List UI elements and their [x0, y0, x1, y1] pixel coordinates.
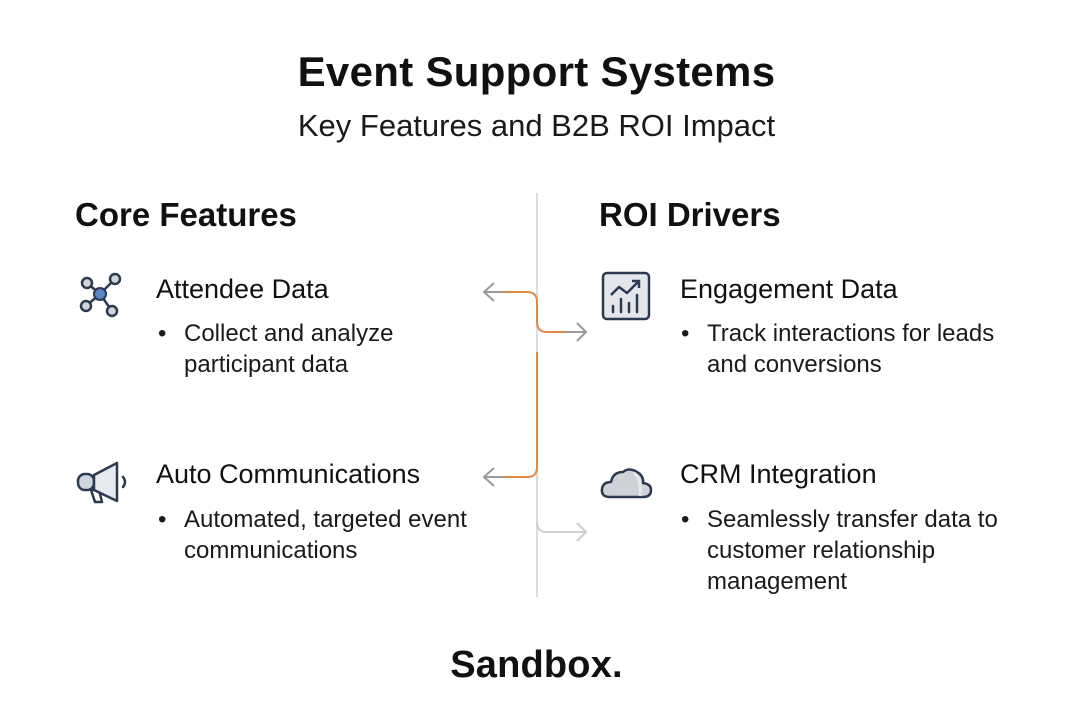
attendee-data-bullet: • Collect and analyze participant data — [158, 318, 498, 380]
bullet-dot: • — [158, 320, 167, 347]
connector-auto-communications — [500, 352, 538, 478]
arrowhead-right-engagement — [576, 322, 588, 342]
engagement-data-description: Track interactions for leads and convers… — [707, 320, 995, 378]
arrowhead-left-autocomm — [482, 467, 495, 487]
arrowhead-left-attendee — [482, 282, 495, 302]
connector-attendee-engagement — [500, 291, 585, 333]
engagement-data-title: Engagement Data — [680, 274, 898, 304]
page-title: Event Support Systems — [297, 48, 776, 95]
bullet-dot: • — [681, 506, 690, 533]
engagement-data-bullet: • Track interactions for leads and conve… — [681, 318, 1021, 380]
roi-drivers-heading: ROI Drivers — [599, 196, 781, 233]
attendee-data-title: Attendee Data — [156, 274, 329, 304]
bullet-dot: • — [158, 506, 167, 533]
arrowhead-right-crm — [576, 522, 588, 542]
auto-communications-description: Automated, targeted event communications — [184, 506, 467, 564]
connector-crm — [536, 521, 586, 533]
megaphone-icon — [76, 461, 127, 504]
cloud-icon — [600, 468, 653, 499]
auto-communications-bullet: • Automated, targeted event communicatio… — [158, 504, 498, 566]
chart-trend-icon — [601, 271, 651, 321]
page-subtitle: Key Features and B2B ROI Impact — [297, 108, 776, 143]
crm-integration-description: Seamlessly transfer data to customer rel… — [707, 506, 998, 595]
bullet-dot: • — [681, 320, 690, 347]
network-nodes-icon — [79, 272, 122, 318]
brand-logo-text: Sandbox. — [450, 644, 623, 686]
auto-communications-title: Auto Communications — [156, 459, 421, 489]
crm-integration-title: CRM Integration — [680, 459, 877, 489]
attendee-data-description: Collect and analyze participant data — [184, 320, 394, 378]
core-features-heading: Core Features — [75, 196, 297, 233]
crm-integration-bullet: • Seamlessly transfer data to customer r… — [681, 504, 1001, 597]
